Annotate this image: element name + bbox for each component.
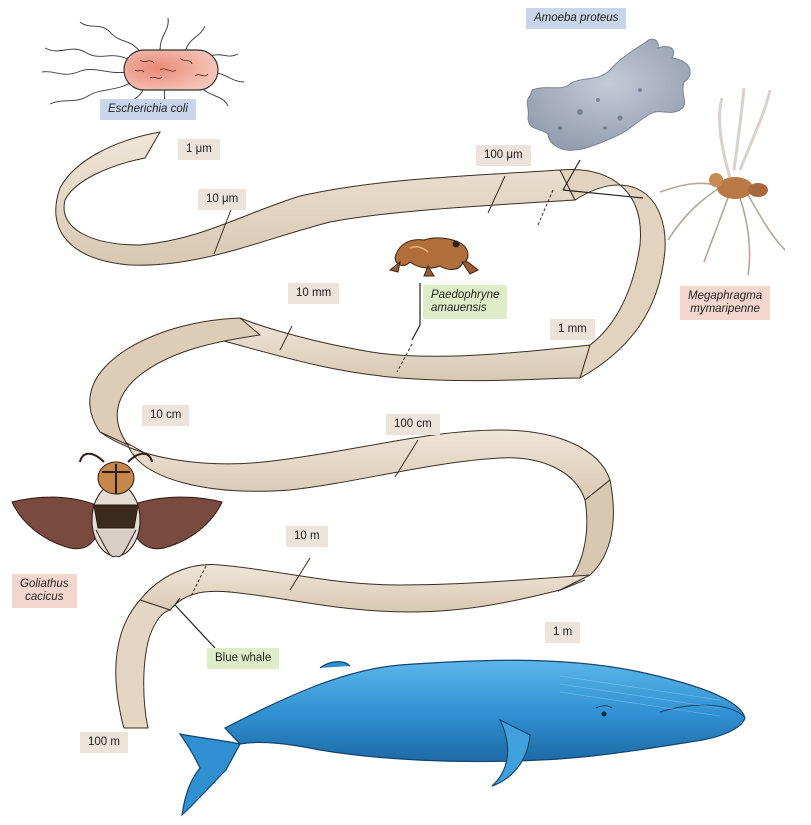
- amoeba-proteus-illustration: [527, 39, 690, 150]
- scale-label-1mm: 1 mm: [550, 319, 595, 340]
- label-megaphragma-genus: Megaphragma: [688, 290, 762, 303]
- label-paedophryne-genus: Paedophryne: [431, 289, 499, 302]
- megaphragma-illustration: [660, 88, 785, 275]
- scale-label-100um: 100 μm: [476, 145, 531, 166]
- scale-label-1um: 1 μm: [178, 139, 220, 160]
- scale-label-10mm: 10 mm: [288, 283, 339, 304]
- blue-whale-illustration: [180, 660, 745, 815]
- scale-label-10m: 10 m: [286, 526, 328, 547]
- label-goliathus-genus: Goliathus: [20, 578, 69, 591]
- scale-label-10um: 10 μm: [198, 189, 246, 210]
- scale-label-1m: 1 m: [545, 622, 580, 643]
- scale-label-100m: 100 m: [80, 732, 128, 753]
- label-escherichia-coli: Escherichia coli: [100, 99, 196, 120]
- label-goliathus-species: cacicus: [20, 591, 69, 604]
- label-megaphragma-species: mymaripenne: [688, 303, 762, 316]
- paedophryne-frog-illustration: [390, 238, 478, 276]
- label-paedophryne-species: amauensis: [431, 302, 499, 315]
- label-paedophryne: Paedophryne amauensis: [423, 285, 507, 319]
- label-megaphragma: Megaphragma mymaripenne: [680, 286, 770, 320]
- scale-label-100cm: 100 cm: [386, 414, 440, 435]
- label-blue-whale: Blue whale: [207, 648, 279, 669]
- label-amoeba-proteus: Amoeba proteus: [526, 8, 626, 29]
- scale-label-10cm: 10 cm: [142, 405, 189, 426]
- label-goliathus: Goliathus cacicus: [12, 574, 77, 608]
